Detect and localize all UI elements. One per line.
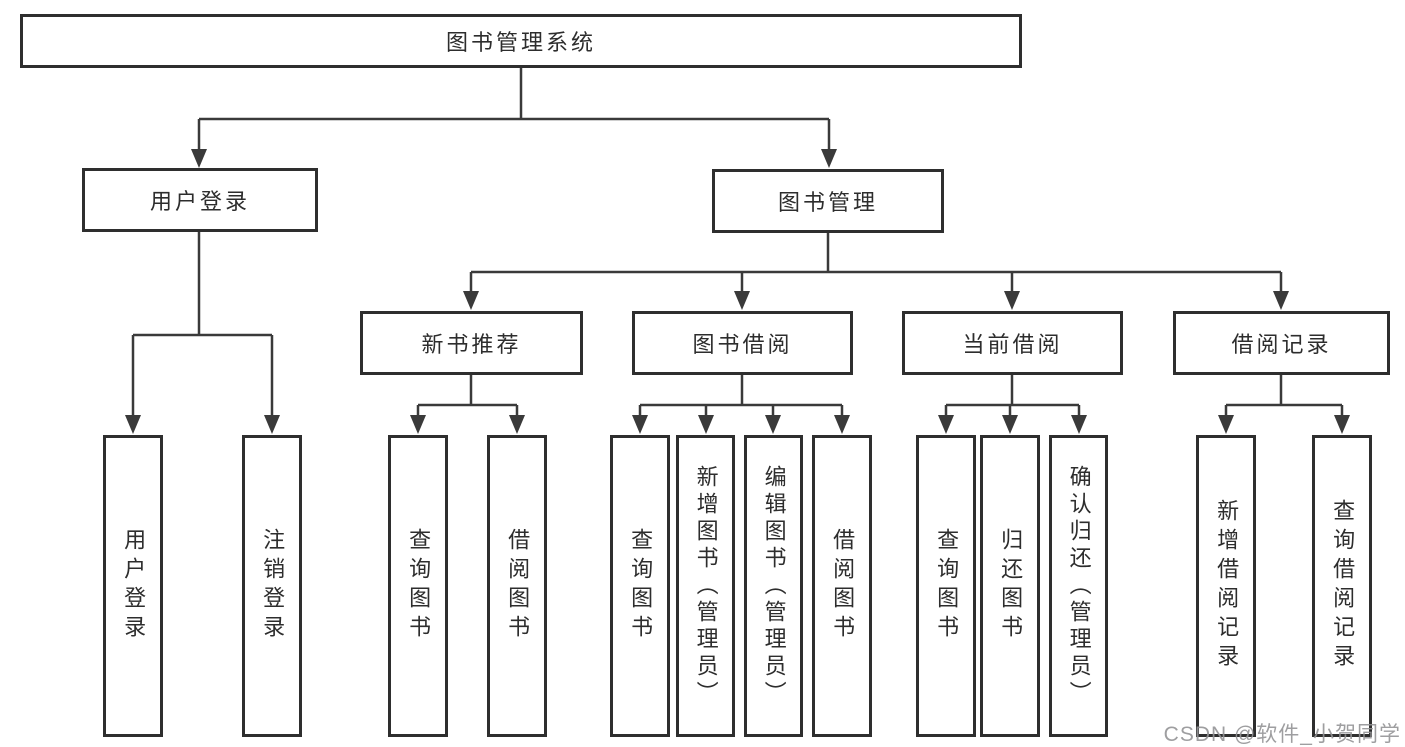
node-label: 图书管理 — [777, 190, 878, 215]
leaf-logout: 注销登录 — [242, 435, 302, 737]
node-library-system: 图书管理系统 — [20, 14, 1022, 68]
arrowheads — [125, 149, 1350, 434]
leaf-query-books-borrow: 查询图书 — [610, 435, 670, 737]
leaf-query-books-current: 查询图书 — [916, 435, 976, 737]
node-label: 查询图书 — [406, 528, 432, 644]
leaf-borrow-books-recommend: 借阅图书 — [487, 435, 547, 737]
node-user-login: 用户登录 — [82, 168, 318, 232]
node-current-borrow: 当前借阅 — [902, 311, 1123, 375]
leaf-borrow-books: 借阅图书 — [812, 435, 872, 737]
node-book-management: 图书管理 — [712, 169, 944, 233]
node-label: 当前借阅 — [962, 332, 1063, 357]
node-label: 借阅图书 — [830, 528, 856, 644]
node-label: 查询借阅记录 — [1330, 499, 1356, 673]
watermark: CSDN @软件_小贺同学 — [1163, 723, 1401, 746]
leaf-confirm-return-admin: 确认归还（管理员） — [1049, 435, 1108, 737]
node-new-book-recommend: 新书推荐 — [360, 311, 583, 375]
node-label: 图书管理系统 — [445, 30, 596, 55]
node-borrow-records: 借阅记录 — [1173, 311, 1390, 375]
node-label: 归还图书 — [998, 528, 1024, 644]
leaf-return-books: 归还图书 — [980, 435, 1040, 737]
node-label: 借阅图书 — [505, 528, 531, 644]
connector-strokes — [131, 68, 1344, 417]
node-label: 查询图书 — [934, 528, 960, 644]
node-label: 新增借阅记录 — [1214, 499, 1240, 673]
node-label: 查询图书 — [628, 528, 654, 644]
node-label: 注销登录 — [260, 528, 286, 644]
node-label: 用户登录 — [149, 189, 250, 214]
node-book-borrow: 图书借阅 — [632, 311, 853, 375]
leaf-user-login: 用户登录 — [103, 435, 163, 737]
node-label: 确认归还（管理员） — [1066, 464, 1092, 708]
leaf-query-books-recommend: 查询图书 — [388, 435, 448, 737]
node-label: 编辑图书（管理员） — [761, 464, 787, 708]
leaf-add-books-admin: 新增图书（管理员） — [676, 435, 735, 737]
leaf-query-borrow-record: 查询借阅记录 — [1312, 435, 1372, 737]
node-label: 新书推荐 — [421, 332, 522, 357]
node-label: 借阅记录 — [1231, 332, 1332, 357]
node-label: 新增图书（管理员） — [693, 464, 719, 708]
node-label: 图书借阅 — [692, 332, 793, 357]
node-label: 用户登录 — [121, 528, 147, 644]
leaf-add-borrow-record: 新增借阅记录 — [1196, 435, 1256, 737]
leaf-edit-books-admin: 编辑图书（管理员） — [744, 435, 803, 737]
